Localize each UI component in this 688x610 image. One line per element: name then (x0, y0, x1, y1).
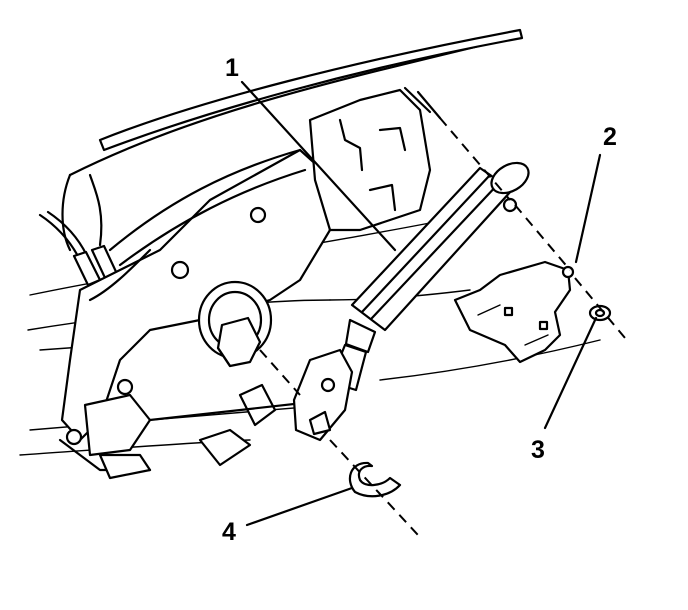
retainer-clip-4 (348, 461, 402, 498)
callout-3: 3 (531, 436, 545, 464)
callout-2: 2 (603, 123, 617, 151)
actuator-assembly (292, 161, 530, 442)
callout-1: 1 (225, 54, 239, 82)
callout-4: 4 (222, 518, 236, 546)
bracket-plate (453, 260, 575, 364)
pivot-nut (197, 280, 273, 368)
leader-lines (240, 80, 602, 527)
retainer-clip-3 (588, 304, 612, 322)
alignment-lines (259, 117, 626, 536)
upper-rod (98, 28, 524, 152)
seat-track-housing (58, 148, 332, 480)
left-cable (38, 173, 120, 287)
motor-bracket (308, 86, 442, 232)
